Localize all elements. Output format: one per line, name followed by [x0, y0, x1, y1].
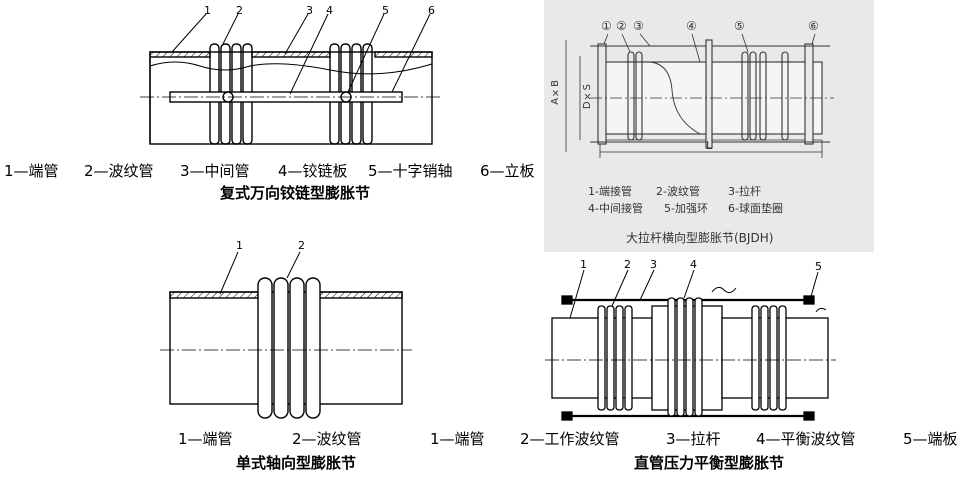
caption-middle-connecting-pipe: 4-中间接管 — [588, 202, 643, 215]
balance-bellows — [667, 297, 703, 417]
dim-axb: A×B — [550, 80, 561, 105]
callout-number: ② — [616, 19, 627, 33]
title-compound-hinge: 复式万向铰链型膨胀节 — [220, 184, 371, 202]
caption-end-pipe: 1—端管 — [178, 430, 233, 448]
dim-dxs: D×S — [582, 84, 593, 110]
callout-number: 2 — [624, 258, 631, 271]
callout-number: 3 — [650, 258, 657, 271]
callout-number: 1 — [236, 239, 243, 252]
caption-bellows: 2—波纹管 — [292, 430, 362, 448]
tie-rod-bellows — [627, 51, 789, 141]
callout-number: 5 — [815, 260, 822, 273]
caption-reinforcing-ring: 5-加强环 — [664, 202, 708, 215]
caption-balance-bellows: 4—平衡波纹管 — [756, 430, 856, 448]
callout-number: 5 — [382, 4, 389, 17]
caption-end-plate: 5—端板 — [903, 430, 958, 448]
callout-number: ⑥ — [808, 19, 819, 33]
caption-middle-pipe: 3—中间管 — [180, 162, 250, 180]
caption-cross-pin: 5—十字销轴 — [368, 162, 453, 180]
title-pressure-balanced: 直管压力平衡型膨胀节 — [634, 454, 785, 472]
compound-hinge-drawing — [140, 13, 442, 145]
working-bellows — [597, 305, 633, 411]
caption-end-pipe: 1—端管 — [430, 430, 485, 448]
callout-number: 4 — [326, 4, 333, 17]
callout-number: 1 — [580, 258, 587, 271]
caption-hinge-plate: 4—铰链板 — [278, 162, 348, 180]
callout-number: 4 — [690, 258, 697, 271]
callout-number: 1 — [204, 4, 211, 17]
caption-bellows: 2-波纹管 — [656, 185, 700, 198]
single-axial-drawing — [160, 251, 412, 419]
tie-rod-drawing — [565, 33, 834, 158]
caption-spherical-washer: 6-球面垫圈 — [728, 202, 783, 215]
callout-number: 2 — [236, 4, 243, 17]
callout-number: ⑤ — [734, 19, 745, 33]
pressure-balanced-drawing — [545, 269, 836, 421]
single-axial-bellows — [257, 277, 321, 419]
caption-end-pipe: 1—端管 — [4, 162, 59, 180]
caption-stand-plate: 6—立板 — [480, 162, 535, 180]
caption-tie-rod: 3—拉杆 — [666, 430, 721, 448]
callout-number: ① — [601, 19, 612, 33]
dim-length: L — [706, 139, 713, 152]
callout-number: 3 — [306, 4, 313, 17]
callout-number: ③ — [633, 19, 644, 33]
right-working-bellows — [751, 305, 787, 411]
callout-number: 6 — [428, 4, 435, 17]
title-tie-rod-lateral: 大拉杆横向型膨胀节(BJDH) — [626, 231, 774, 245]
callout-number: ④ — [686, 19, 697, 33]
caption-end-connecting-pipe: 1-端接管 — [588, 185, 632, 198]
caption-tie-rod: 3-拉杆 — [728, 185, 761, 198]
title-single-axial: 单式轴向型膨胀节 — [236, 454, 357, 472]
caption-bellows: 2—波纹管 — [84, 162, 154, 180]
callout-number: 2 — [298, 239, 305, 252]
caption-working-bellows: 2—工作波纹管 — [520, 430, 620, 448]
